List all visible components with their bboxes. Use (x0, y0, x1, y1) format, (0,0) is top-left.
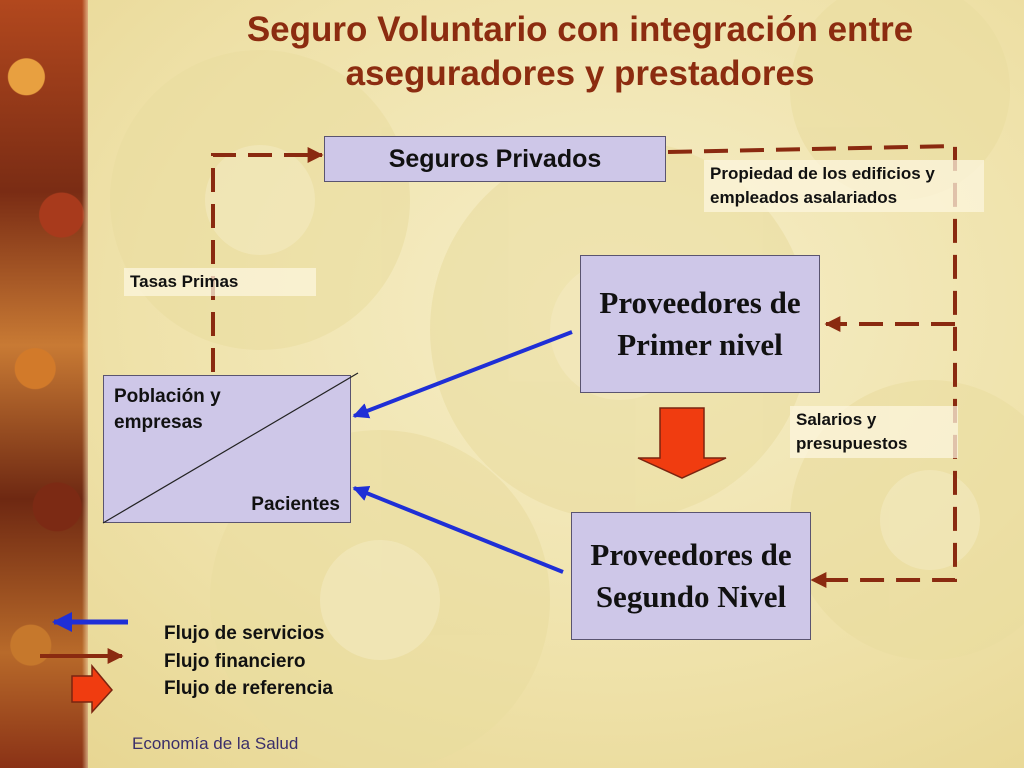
pacientes-label: Pacientes (251, 494, 340, 515)
poblacion-divider (102, 372, 359, 524)
financial-flow-tasas-primas (211, 147, 324, 372)
slide-title: Seguro Voluntario con integración entre … (246, 10, 914, 93)
poblacion-label: Población y empresas (114, 386, 221, 433)
financial-flow-propiedad (667, 143, 957, 588)
gear-hub (320, 540, 440, 660)
seguros-privados-box: Seguros Privados (324, 136, 666, 182)
proveedores-segundo-nivel-box: Proveedores de Segundo Nivel (571, 512, 811, 640)
propiedad-label: Propiedad de los edificios y empleados a… (704, 160, 984, 212)
service-flow-primer-nivel (352, 330, 573, 419)
proveedores-primer-nivel-box: Proveedores de Primer nivel (580, 255, 820, 393)
gear-hub (205, 145, 315, 255)
legend-referencia: Flujo de referencia (164, 678, 333, 699)
service-flow-segundo-nivel (352, 485, 564, 574)
slide-footer: Economía de la Salud (132, 734, 299, 753)
decorative-side-strip (0, 0, 88, 768)
legend-servicios: Flujo de servicios (164, 623, 325, 644)
poblacion-empresas-box: Población y empresas Pacientes (102, 372, 359, 524)
legend-financiero: Flujo financiero (164, 651, 306, 672)
tasas-primas-label: Tasas Primas (124, 268, 316, 296)
referral-flow-arrow (637, 407, 727, 479)
salarios-label: Salarios y presupuestos (790, 406, 958, 458)
legend-referral-symbol (71, 663, 113, 714)
diagonal-divider-line (102, 372, 359, 524)
